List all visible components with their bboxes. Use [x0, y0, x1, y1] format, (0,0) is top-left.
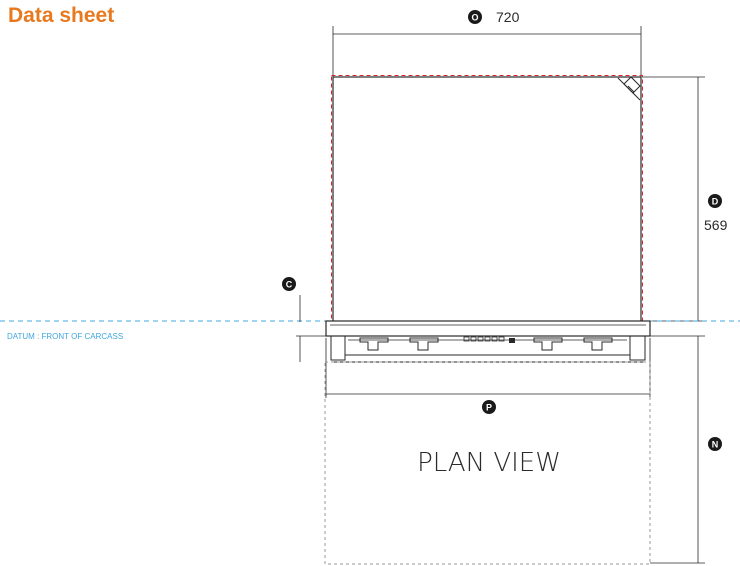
datum-label: DATUM : FRONT OF CARCASS — [7, 332, 123, 341]
badge-n-label: N — [712, 440, 719, 450]
view-label: PLAN VIEW — [417, 448, 561, 478]
cutout-outline — [331, 75, 643, 324]
dimension-o: O 720 — [332, 9, 642, 78]
appliance-plan — [325, 320, 651, 363]
badge-n-icon — [708, 437, 722, 451]
badge-p-label: P — [486, 403, 492, 413]
badge-o-icon — [468, 10, 482, 24]
dimension-d: D 569 — [642, 76, 728, 322]
dimension-d-value: 569 — [704, 217, 728, 233]
dimension-o-value: 720 — [496, 9, 520, 25]
clearance-outline — [324, 361, 651, 565]
sheet-title: Data sheet — [8, 4, 115, 27]
badge-d-label: D — [712, 197, 719, 207]
badge-p-icon — [482, 400, 496, 414]
badge-c-icon — [282, 277, 296, 291]
dimension-p: P — [325, 338, 651, 414]
burner-supports — [359, 337, 613, 351]
corner-bracket — [617, 76, 641, 101]
dimension-n: N — [650, 335, 722, 564]
badge-o-label: O — [471, 13, 478, 23]
control-knobs — [463, 336, 515, 343]
badge-c-label: C — [286, 280, 293, 290]
dimension-c: C — [282, 277, 326, 362]
badge-d-icon — [708, 194, 722, 208]
